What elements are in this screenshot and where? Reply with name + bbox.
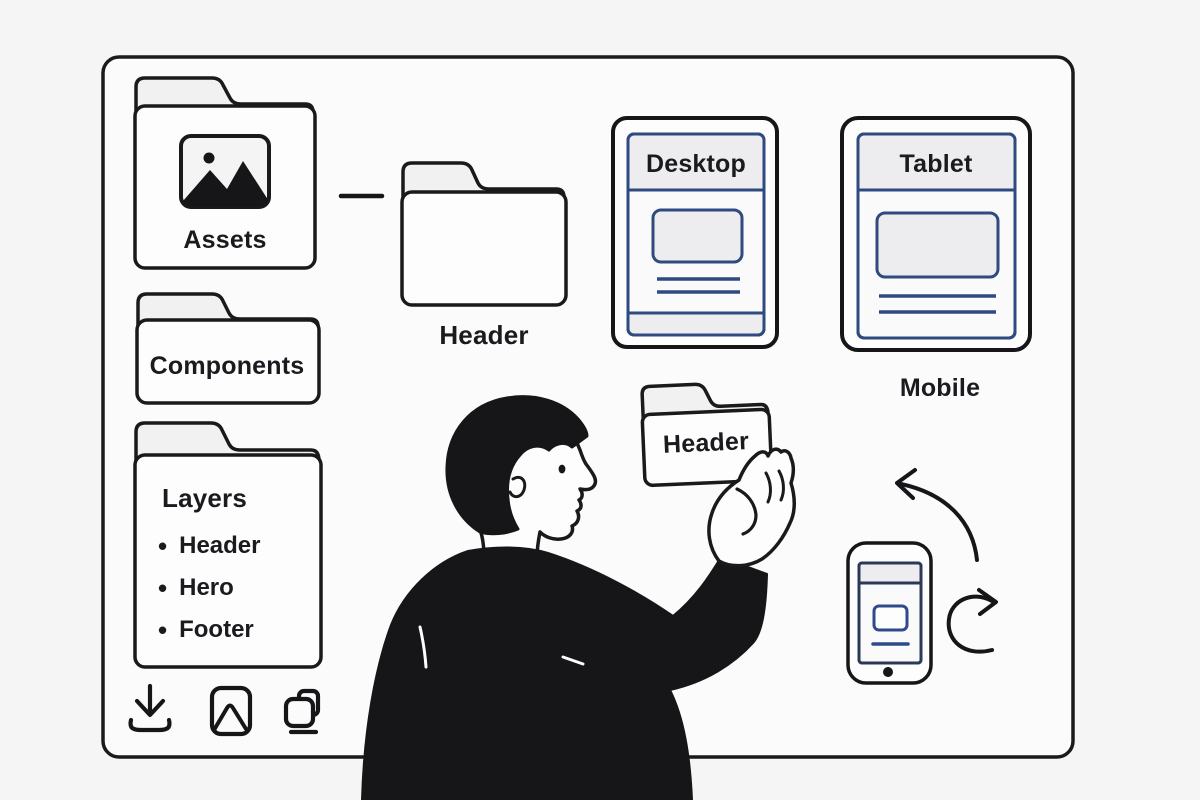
mobile-phone: [846, 541, 933, 685]
sleeve-fold-line: [561, 655, 585, 666]
layers-panel-title: Layers: [162, 483, 248, 513]
arrow-loop-right: [946, 594, 994, 654]
eye: [558, 464, 566, 474]
bullet-icon: •: [158, 531, 168, 561]
layer-item-label: Footer: [179, 616, 254, 643]
home-button: [883, 667, 893, 677]
rotate-arrows: [895, 468, 998, 654]
assets-folder-label: Assets: [183, 226, 267, 254]
copy-icon: [283, 688, 321, 735]
components-folder: [135, 292, 321, 405]
layer-item-label: Header: [179, 532, 261, 559]
desktop-frame-label: Desktop: [645, 150, 747, 178]
layers-folder: [133, 421, 323, 669]
bottom-toolbar: [128, 683, 321, 737]
download-icon: [128, 683, 172, 733]
tablet-frame-label: Tablet: [899, 150, 973, 178]
bullet-icon: •: [158, 615, 168, 645]
held-header-folder: [640, 382, 774, 488]
mobile-frame-label: Mobile: [899, 374, 981, 402]
layer-item-header: • Header: [158, 532, 260, 560]
layer-item-footer: • Footer: [158, 616, 254, 644]
bullet-icon: •: [158, 573, 168, 603]
desktop-frame: [611, 116, 779, 349]
assets-folder: [133, 76, 317, 270]
image-thumbnail-icon: [179, 134, 271, 209]
hair: [445, 395, 589, 536]
layer-item-label: Hero: [179, 574, 234, 601]
held-folder-label: Header: [662, 427, 750, 459]
layer-item-hero: • Hero: [158, 574, 234, 602]
body: [361, 546, 768, 800]
ear: [508, 475, 527, 499]
header-library-folder-label: Header: [439, 320, 529, 350]
sleeve-fold-line: [418, 625, 428, 669]
image-icon: [209, 685, 253, 737]
arrow-up-left: [899, 482, 979, 562]
hand: [707, 447, 796, 568]
components-folder-label: Components: [149, 352, 305, 380]
tablet-frame: [840, 116, 1032, 352]
person: [361, 395, 796, 800]
header-library-folder: [400, 161, 568, 307]
